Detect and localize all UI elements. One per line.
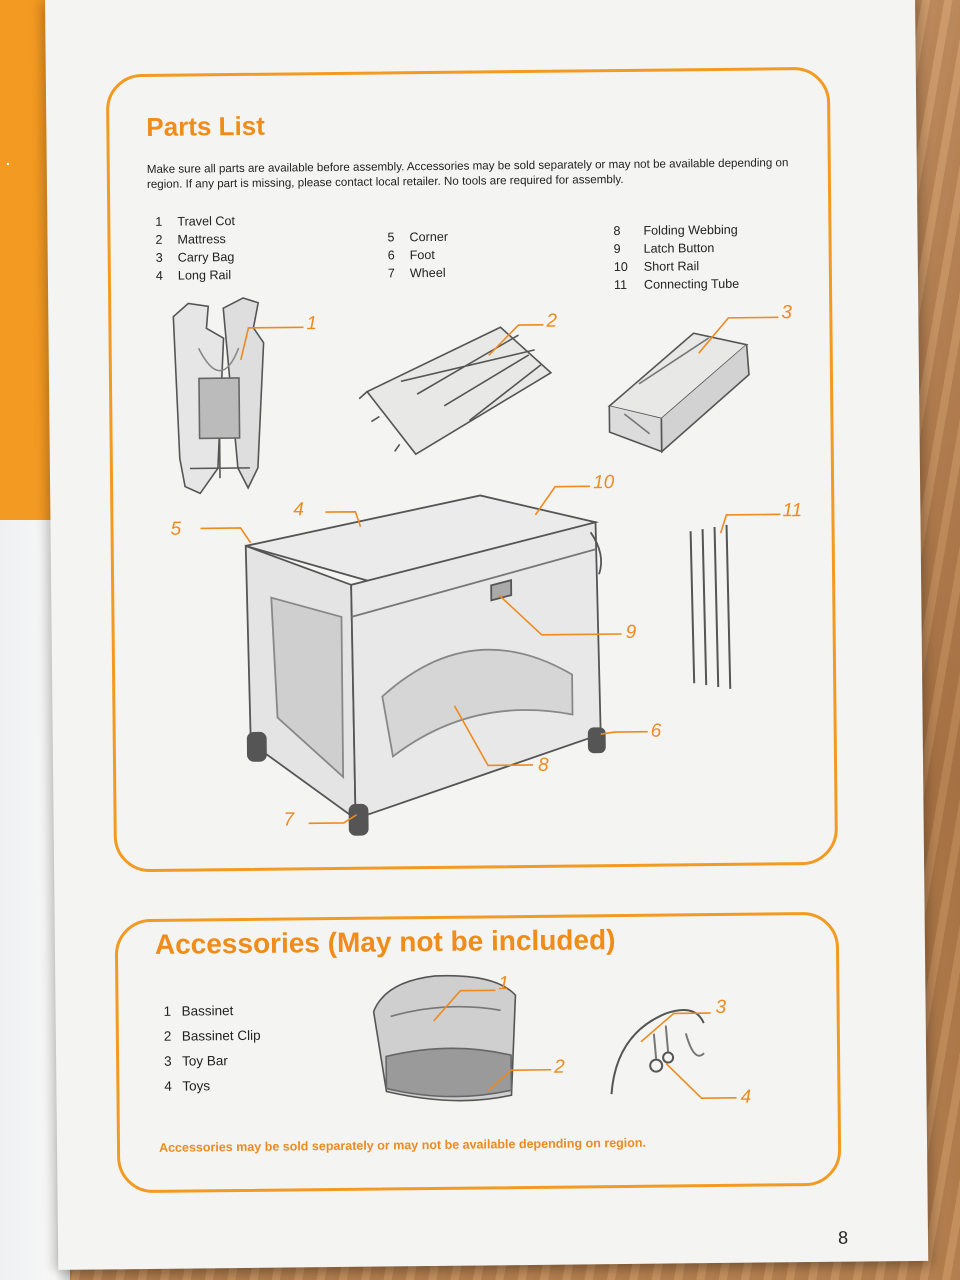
manual-page: Parts List Make sure all parts are avail… — [45, 0, 928, 1270]
previous-page-text-fragment: . — [6, 152, 10, 168]
callout-label-5: 5 — [170, 519, 181, 541]
accessories-title: Accessories (May not be included) — [155, 924, 616, 961]
callout-label-1: 1 — [306, 313, 317, 335]
callout-label-7: 7 — [283, 809, 294, 831]
callout-label-8: 8 — [538, 755, 549, 777]
callout-label-6: 6 — [651, 721, 662, 743]
carry-bag-drawing — [609, 333, 750, 452]
callout-label-9: 9 — [626, 622, 637, 644]
accessory-callout-label-4: 4 — [740, 1087, 751, 1109]
accessory-callout-label-2: 2 — [554, 1057, 565, 1079]
accessory-callout-label-1: 1 — [498, 973, 509, 995]
callout-label-3: 3 — [781, 302, 792, 324]
callout-label-11: 11 — [782, 500, 802, 522]
travel-cot-drawing — [245, 494, 606, 836]
callout-label-4: 4 — [293, 499, 304, 521]
callout-label-2: 2 — [546, 311, 557, 333]
mattress-drawing — [358, 327, 551, 455]
accessory-callout-label-3: 3 — [715, 997, 726, 1019]
connecting-tubes-drawing — [691, 525, 731, 689]
page-number: 8 — [838, 1228, 848, 1249]
callout-label-10: 10 — [593, 472, 614, 494]
